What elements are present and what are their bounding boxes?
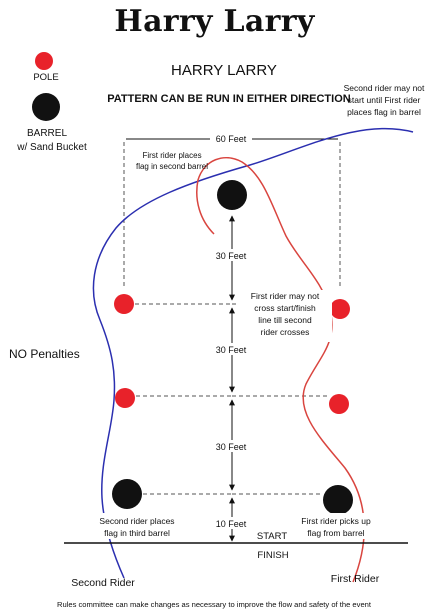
distance-label-2-bg: [210, 343, 252, 355]
note-line: cross start/finish: [254, 303, 316, 313]
distance-label-1: 30 Feet: [216, 251, 247, 261]
pole-left-1: [114, 294, 134, 314]
note-line: First rider places: [142, 151, 201, 160]
width-label: 60 Feet: [216, 134, 247, 144]
distance-label-3: 30 Feet: [216, 442, 247, 452]
legend-pole-swatch: [35, 52, 53, 70]
pole-right-1: [330, 299, 350, 319]
pole-left-2: [115, 388, 135, 408]
note-line: places flag in barrel: [347, 107, 421, 117]
barrel-left: [112, 479, 142, 509]
start-label-bg: [253, 528, 289, 541]
distance-label-2: 30 Feet: [216, 345, 247, 355]
first-rider-label: First Rider: [331, 573, 380, 585]
note-line: rider crosses: [261, 327, 310, 337]
note-line: First rider picks up: [301, 516, 371, 526]
pole-right-2: [329, 394, 349, 414]
distance-label-3-bg: [210, 440, 252, 452]
legend-barrel-swatch: [32, 93, 60, 121]
barrel-right: [323, 485, 353, 515]
finish-label: FINISH: [257, 550, 288, 561]
distance-label-4-bg: [210, 517, 252, 529]
note-bg: [287, 513, 385, 539]
note-second-rider-top: Second rider may not start until First r…: [344, 83, 425, 117]
note-line: flag from barrel: [307, 528, 364, 538]
second-rider-path: [92, 127, 414, 579]
start-label: START: [257, 531, 287, 542]
note-bg: [238, 290, 332, 342]
note-line: line till second: [258, 315, 312, 325]
note-line: flag in second barrel: [136, 162, 208, 171]
note-line: Second rider may not: [344, 83, 425, 93]
note-first-rider-places: First rider places flag in second barrel: [136, 151, 208, 171]
note-bg: [86, 513, 186, 539]
distance-label-4: 10 Feet: [216, 519, 247, 529]
diagram-subtitle: HARRY LARRY: [171, 62, 277, 79]
legend-barrel-label: BARREL: [27, 128, 67, 139]
no-penalties-label: NO Penalties: [9, 347, 80, 361]
legend-barrel-sublabel: w/ Sand Bucket: [16, 142, 87, 153]
width-label-bg: [210, 132, 252, 145]
footer-note: Rules committee can make changes as nece…: [57, 600, 372, 609]
page-title: Harry Larry: [114, 4, 315, 39]
note-second-rider-places: Second rider places flag in third barrel: [86, 513, 186, 539]
note-first-rider-picks: First rider picks up flag from barrel: [287, 513, 385, 539]
note-line: First rider may not: [251, 291, 320, 301]
note-line: flag in third barrel: [104, 528, 170, 538]
legend-pole-label: POLE: [33, 72, 58, 83]
second-rider-label: Second Rider: [71, 577, 135, 589]
distance-label-1-bg: [210, 249, 252, 261]
note-line: start until First rider: [348, 95, 421, 105]
note-first-rider-cross: First rider may not cross start/finish l…: [238, 290, 332, 342]
note-line: Second rider places: [99, 516, 174, 526]
top-barrel: [217, 180, 247, 210]
direction-note: PATTERN CAN BE RUN IN EITHER DIRECTION: [107, 93, 350, 105]
